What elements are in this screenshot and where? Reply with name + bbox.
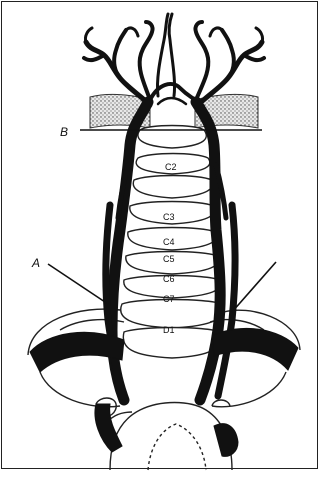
figure-border (1, 1, 318, 469)
